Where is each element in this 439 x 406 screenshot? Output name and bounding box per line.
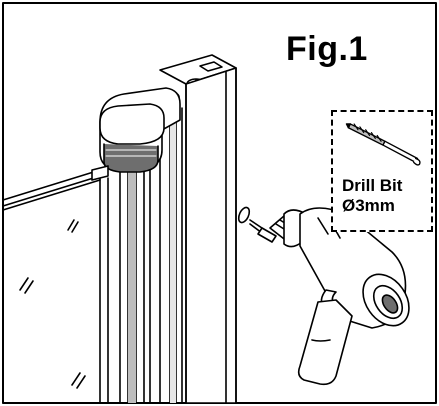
drill-icon [269, 207, 410, 386]
drill-bit-tip [249, 219, 277, 243]
drill-bit-label: Drill Bit Ø3mm [342, 176, 434, 216]
drill-hole [237, 206, 251, 224]
drill-bit-name: Drill Bit [342, 176, 403, 195]
door-profile [99, 54, 237, 404]
hinge-block [91, 87, 181, 181]
drill-bit-icon [345, 123, 421, 166]
drill-bit-callout: Drill Bit Ø3mm [331, 110, 433, 232]
glass-panel [2, 29, 101, 404]
figure-title: Fig.1 [286, 30, 368, 68]
drill-bit-size: Ø3mm [342, 196, 395, 215]
